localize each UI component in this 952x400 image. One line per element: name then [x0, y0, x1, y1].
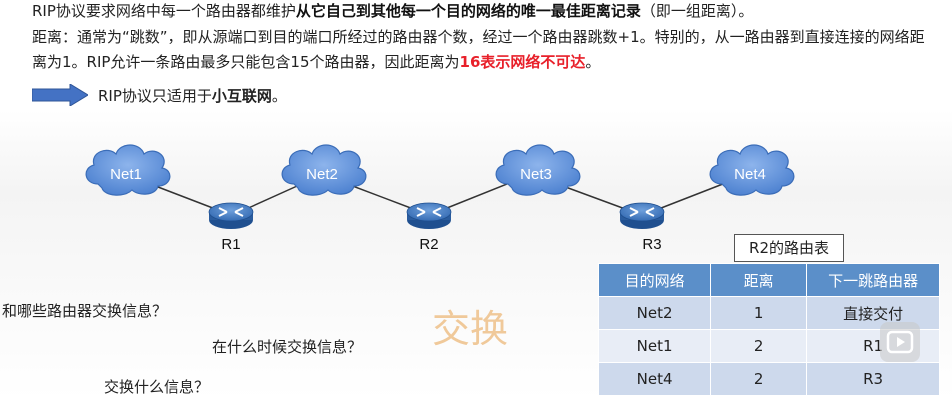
router-r2-icon: R2 [406, 202, 452, 253]
distance-definition: 距离：通常为“跳数”，即从源端口到目的端口所经过的路由器个数，经过一个路由器跳数… [32, 25, 932, 75]
net1-label: Net1 [110, 166, 142, 183]
exchange-heading: 交换 [432, 307, 509, 351]
routing-table-title: R2的路由表 [734, 234, 844, 262]
play-icon [886, 330, 914, 354]
distance-suffix: 。 [585, 53, 601, 71]
cell-destination: Net2 [597, 296, 712, 330]
table-row: Net1 2 R1 [597, 329, 940, 363]
cell-next-hop: R3 [806, 362, 940, 396]
rip-intro-line: RIP协议要求网络中每一个路由器都维护从它自己到其他每一个目的网络的唯一最佳距离… [32, 0, 753, 21]
cloud-net3: Net3 [495, 144, 581, 196]
router-r3-icon: R3 [619, 202, 665, 253]
distance-text: 距离：通常为“跳数”，即从源端口到目的端口所经过的路由器个数，经过一个路由器跳数… [32, 28, 925, 71]
table-row: Net2 1 直接交付 [597, 296, 940, 330]
routing-table: 目的网络 距离 下一跳路由器 Net2 1 直接交付 Net1 2 R1 Net… [597, 263, 940, 396]
play-button[interactable] [880, 322, 920, 362]
question-when: 在什么时候交换信息？ [212, 338, 363, 356]
intro-text: RIP协议要求网络中每一个路由器都维护 [32, 2, 296, 20]
table-row: Net4 2 R3 [597, 362, 940, 396]
router-r3-label: R3 [642, 236, 661, 253]
router-r1-icon: R1 [208, 202, 254, 253]
cell-distance: 2 [710, 329, 808, 363]
routing-table-header: 目的网络 距离 下一跳路由器 [597, 263, 940, 297]
net3-label: Net3 [520, 166, 552, 183]
question-which-routers: 和哪些路由器交换信息？ [2, 302, 168, 320]
cell-destination: Net4 [597, 362, 712, 396]
net2-label: Net2 [306, 166, 338, 183]
question-what: 交换什么信息？ [104, 378, 210, 396]
cell-distance: 2 [710, 362, 808, 396]
router-r2-label: R2 [419, 236, 438, 253]
cloud-net4: Net4 [709, 144, 795, 196]
small-internet-note: RIP协议只适用于小互联网。 [32, 84, 287, 106]
right-arrow-icon [32, 84, 88, 106]
cell-distance: 1 [710, 296, 808, 330]
header-next-hop: 下一跳路由器 [806, 263, 940, 297]
cell-next-hop: 直接交付 [806, 296, 940, 330]
cell-destination: Net1 [597, 329, 712, 363]
header-destination: 目的网络 [597, 263, 712, 297]
note-text: RIP协议只适用于 [98, 86, 212, 105]
intro-suffix: （即一组距离）。 [640, 2, 754, 20]
unreachable-highlight: 16表示网络不可达 [459, 53, 586, 71]
note-bold: 小互联网 [211, 86, 272, 105]
cloud-net1: Net1 [85, 144, 171, 196]
network-topology-diagram: Net1 Net2 Net3 Net4 R1 R2 R3 [85, 144, 795, 253]
note-suffix: 。 [271, 86, 287, 105]
header-distance: 距离 [710, 263, 808, 297]
net4-label: Net4 [734, 166, 766, 183]
cloud-net2: Net2 [281, 144, 367, 196]
router-r1-label: R1 [221, 236, 240, 253]
intro-bold-text: 从它自己到其他每一个目的网络的唯一最佳距离记录 [295, 2, 641, 20]
